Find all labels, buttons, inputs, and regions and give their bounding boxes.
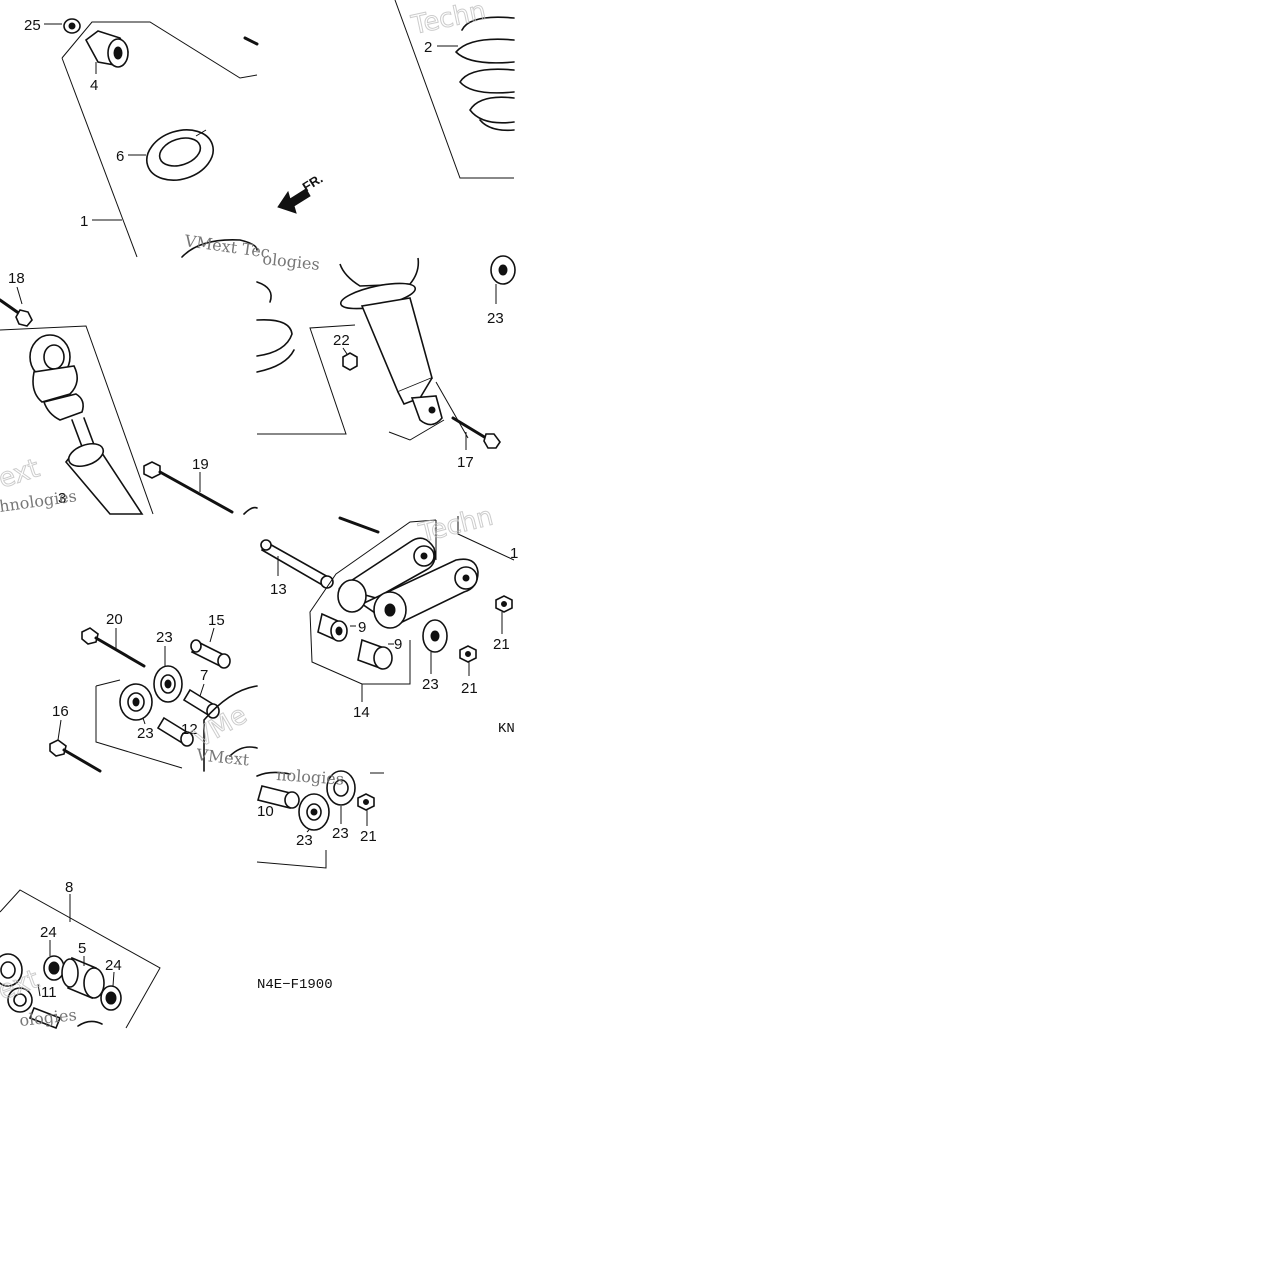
callout-6: 6	[116, 148, 124, 165]
callout-labels: 25 4 6 1 2 18 22 23 17 19 3 13 9 9 21 21…	[8, 17, 518, 1001]
tile-top-middle: FR.	[277, 0, 515, 214]
part-19-bolt[interactable]	[143, 461, 234, 514]
part-1-shock-body[interactable]	[339, 257, 443, 426]
callout-7: 7	[200, 667, 208, 684]
callout-14: 14	[353, 704, 370, 721]
callout-23-e: 23	[332, 825, 349, 842]
diagram-code-fragment: KN	[498, 721, 515, 737]
part-25-nut[interactable]	[63, 18, 81, 34]
callout-10: 10	[257, 803, 274, 820]
part-5-bushing[interactable]	[61, 956, 105, 1000]
callout-12: 12	[181, 721, 198, 738]
callout-1-fragment: 1	[510, 545, 518, 562]
part-21-nut-b[interactable]	[459, 645, 477, 663]
tile-center	[256, 255, 516, 450]
tile-lower-middle	[260, 516, 515, 702]
callout-16: 16	[52, 703, 69, 720]
part-18-bolt[interactable]	[0, 298, 33, 327]
diagram-code: N4E−F1900	[257, 977, 333, 993]
part-10-collar[interactable]	[257, 785, 300, 809]
part-12-collar[interactable]	[156, 716, 194, 747]
part-23-washer-e[interactable]	[326, 770, 356, 806]
part-22-nut[interactable]	[342, 352, 358, 371]
callout-2: 2	[424, 39, 432, 56]
tile-lower-left	[49, 627, 258, 773]
part-4-bushing[interactable]	[84, 30, 129, 68]
callout-5: 5	[78, 940, 86, 957]
callout-20: 20	[106, 611, 123, 628]
callout-11: 11	[41, 984, 57, 1001]
callout-25: 25	[24, 17, 41, 34]
tile-bottom-middle	[256, 770, 384, 869]
front-direction-arrow: FR.	[277, 171, 325, 214]
part-23-washer-top[interactable]	[490, 255, 516, 285]
watermark-6: Techn	[415, 502, 496, 549]
tile-middle-left	[0, 286, 258, 515]
part-13-rod[interactable]	[260, 539, 334, 589]
callout-13: 13	[270, 581, 287, 598]
part-24-seal-a[interactable]	[43, 955, 65, 981]
callout-23-f: 23	[296, 832, 313, 849]
part-23-washer-link[interactable]	[422, 619, 448, 653]
callout-19: 19	[192, 456, 209, 473]
part-24-seal-b[interactable]	[100, 985, 122, 1011]
callout-8: 8	[65, 879, 73, 896]
callout-9-a: 9	[358, 619, 366, 636]
watermark-4: ext	[0, 453, 43, 494]
part-6-spring-seat[interactable]	[140, 122, 220, 189]
tile-bottom-left	[0, 889, 161, 1030]
callout-24-b: 24	[105, 957, 122, 974]
watermark-1: Techn	[408, 0, 488, 41]
part-14-link[interactable]	[337, 537, 479, 629]
watermark-10: nologies	[276, 765, 345, 789]
part-11-collar[interactable]	[28, 1006, 62, 1030]
callout-23-link: 23	[422, 676, 439, 693]
part-15-collar[interactable]	[190, 639, 231, 669]
callout-15: 15	[208, 612, 225, 629]
callout-9-b: 9	[394, 636, 402, 653]
watermark-2: VMext Tec	[182, 231, 271, 262]
callout-24-a: 24	[40, 924, 57, 941]
callout-21-b: 21	[461, 680, 478, 697]
watermark-group: Techn VMext Tec ologies ext hnologies Te…	[0, 0, 497, 1030]
part-16-bolt[interactable]	[49, 739, 102, 773]
part-20-bolt[interactable]	[81, 627, 146, 668]
part-23-washer-f[interactable]	[298, 793, 330, 831]
callout-23-top: 23	[487, 310, 504, 327]
callout-18: 18	[8, 270, 25, 287]
part-21-nut-a[interactable]	[495, 595, 513, 613]
callout-23-lower: 23	[137, 725, 154, 742]
callout-1: 1	[80, 213, 88, 230]
part-3-damper[interactable]	[29, 334, 144, 515]
part-9-bushing-a[interactable]	[317, 612, 348, 642]
callout-21-a: 21	[493, 636, 510, 653]
callout-4: 4	[90, 77, 98, 94]
swingarm-pivot[interactable]	[0, 953, 33, 1013]
callout-21-c: 21	[360, 828, 377, 845]
part-23-washer-mid[interactable]	[153, 665, 183, 703]
part-21-nut-c[interactable]	[357, 793, 375, 811]
callout-3: 3	[58, 490, 66, 507]
watermark-3: ologies	[262, 249, 321, 274]
callout-17: 17	[457, 454, 474, 471]
tile-top-left	[44, 18, 259, 258]
part-23-washer-lower[interactable]	[119, 683, 153, 721]
callout-22: 22	[333, 332, 350, 349]
part-2-spring[interactable]	[455, 16, 515, 132]
part-17-bolt[interactable]	[451, 416, 501, 449]
part-9-bushing-b[interactable]	[357, 638, 393, 670]
callout-23-mid: 23	[156, 629, 173, 646]
